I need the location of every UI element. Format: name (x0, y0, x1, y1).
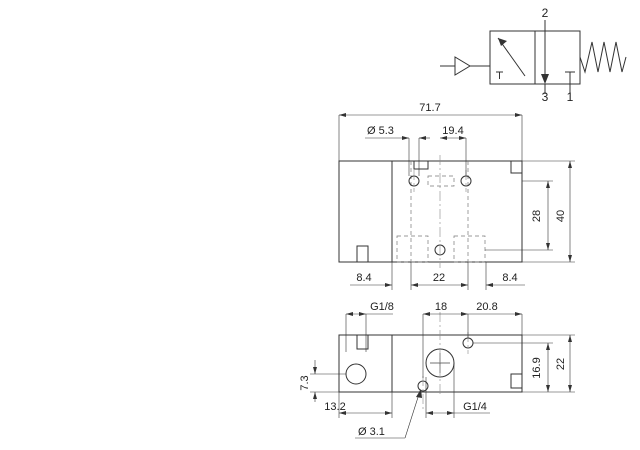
dim-port-thread-left: G1/8 (370, 301, 394, 313)
dim-center: 18 (435, 301, 447, 313)
dim-center-width: 22 (433, 272, 445, 284)
dim-hole-spacing: 19.4 (442, 125, 463, 137)
symbol-port2-arrow (541, 74, 549, 84)
dim-small-hole-diameter: Ø 3.1 (358, 426, 385, 438)
dim-right-height-total: 22 (555, 358, 567, 370)
front-view: G1/8 18 20.8 16.9 22 7.3 (299, 301, 575, 439)
pilot-triangle-icon (454, 56, 471, 76)
dim-overall-length: 71.7 (419, 102, 440, 114)
dim-right: 20.8 (476, 301, 497, 313)
port-label-2: 2 (542, 6, 549, 20)
dim-port-thread-bottom: G1/4 (463, 401, 487, 413)
spring-icon (579, 41, 627, 74)
dim-right-height-inner: 16.9 (531, 357, 543, 378)
top-view: 71.7 Ø 5.3 19.4 28 40 (338, 102, 575, 290)
dim-hole-diameter: Ø 5.3 (367, 125, 394, 137)
dim-height-total: 40 (555, 210, 567, 222)
top-view-body (338, 160, 523, 263)
symbol-flow-arrow (498, 38, 507, 46)
dim-height-inner: 28 (531, 210, 543, 222)
dim-left-height: 7.3 (299, 375, 311, 390)
port-label-1: 1 (567, 90, 574, 104)
port-label-3: 3 (542, 90, 549, 104)
dim-left-offset: 13.2 (324, 401, 345, 413)
valve-symbol: 2 3 1 (440, 6, 627, 104)
port-thread-left (345, 363, 367, 385)
dim-left-offset: 8.4 (356, 272, 371, 284)
dim-right-offset: 8.4 (502, 272, 517, 284)
front-view-body (338, 334, 523, 393)
